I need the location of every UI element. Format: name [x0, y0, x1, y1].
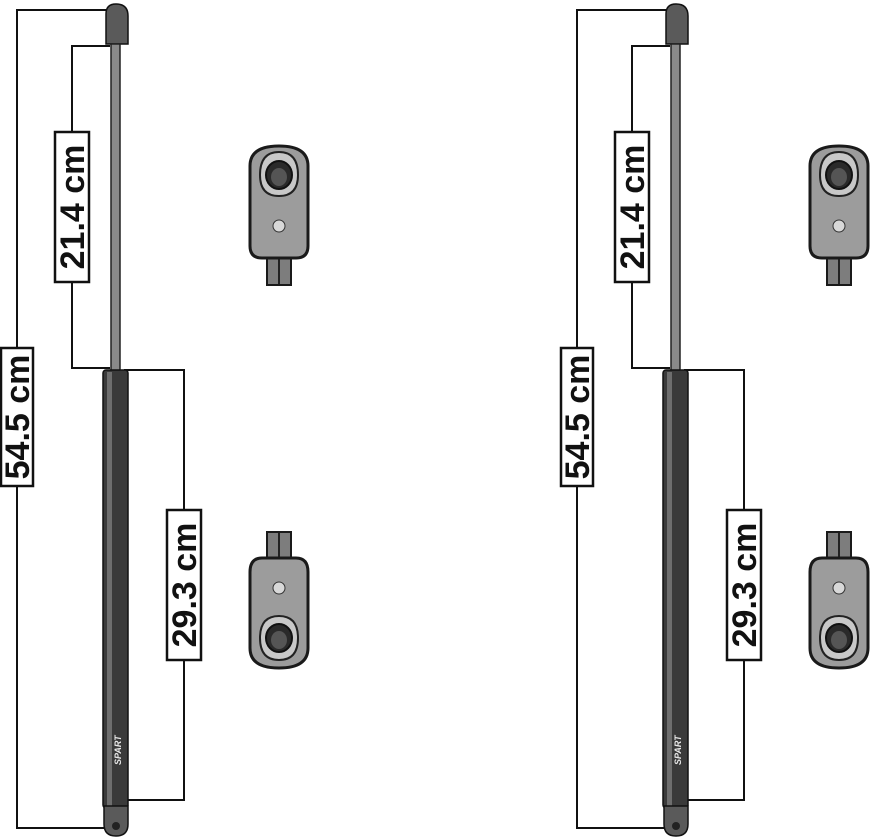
fitting-pin: [272, 581, 286, 595]
label-cylinder-length: 29.3 cm: [165, 508, 204, 662]
total-length-label: 54.5 cm: [0, 355, 37, 480]
fitting-pin: [832, 581, 846, 595]
label-total-length: 54.5 cm: [0, 346, 37, 488]
piston-rod: [670, 43, 681, 373]
gas-strut: SPART: [102, 3, 129, 837]
bottom-eyelet: [112, 822, 120, 830]
cylinder-highlight: [667, 372, 672, 806]
gas-strut-assembly-1: SPART 21.4 cm 54.5 cm 29.3 cm: [0, 3, 310, 837]
piston-rod: [110, 43, 121, 373]
gas-strut: SPART: [662, 3, 689, 837]
fitting-pin: [272, 219, 286, 233]
cylinder-length-label: 29.3 cm: [726, 523, 764, 648]
dimension-lines: [16, 9, 185, 829]
label-rod-length: 21.4 cm: [613, 130, 652, 284]
fitting-pin: [832, 219, 846, 233]
top-end-fitting: [665, 3, 689, 45]
label-total-length: 54.5 cm: [559, 346, 597, 488]
bottom-eyelet: [672, 822, 680, 830]
rod-length-label: 21.4 cm: [54, 145, 92, 270]
brand-logo: SPART: [113, 734, 123, 765]
cylinder-length-label: 29.3 cm: [166, 523, 204, 648]
end-fitting-bottom-detail: [248, 531, 310, 670]
total-length-label: 54.5 cm: [559, 355, 597, 480]
top-end-fitting: [105, 3, 129, 45]
label-rod-length: 21.4 cm: [53, 130, 92, 284]
end-fitting-top-detail: [808, 144, 870, 286]
bottom-end-fitting: [663, 805, 689, 837]
label-cylinder-length: 29.3 cm: [725, 508, 764, 662]
end-fitting-bottom-detail: [808, 531, 870, 670]
end-fitting-top-detail: [248, 144, 310, 286]
rod-length-label: 21.4 cm: [614, 145, 652, 270]
cylinder-highlight: [107, 372, 112, 806]
gas-strut-assembly-2: SPART 21.4 cm 54.5 cm 29.3 cm: [559, 3, 870, 837]
brand-logo: SPART: [673, 734, 683, 765]
dimension-lines: [576, 9, 745, 829]
bottom-end-fitting: [103, 805, 129, 837]
